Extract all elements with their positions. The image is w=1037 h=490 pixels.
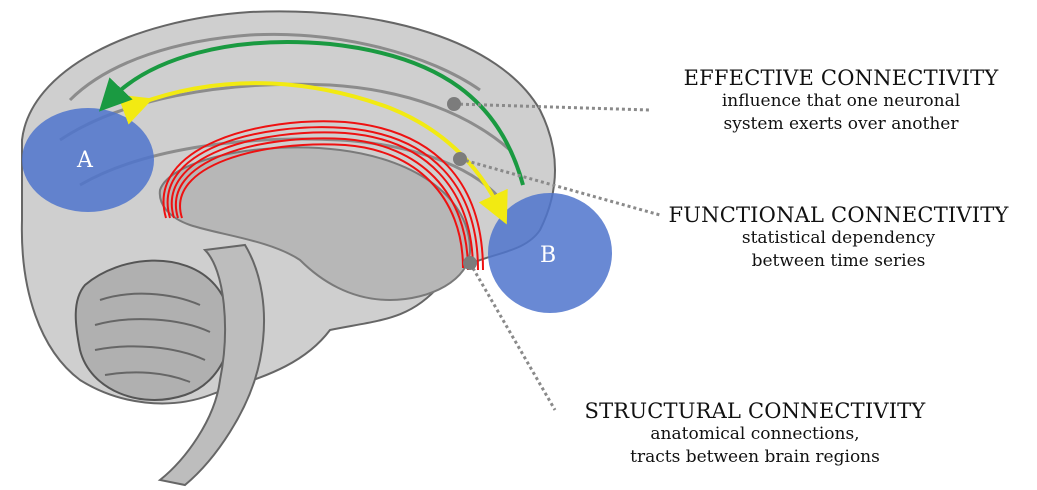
functional-connectivity-title: FUNCTIONAL CONNECTIVITY	[640, 203, 1037, 227]
brain-illustration	[22, 11, 555, 485]
effective-marker	[447, 97, 461, 111]
region-b-label: B	[540, 243, 556, 268]
region-a-label: A	[77, 148, 93, 173]
structural-connectivity-line-2: tracts between brain regions	[560, 446, 950, 469]
structural-marker	[463, 256, 477, 270]
functional-marker	[453, 152, 467, 166]
effective-connectivity-title: EFFECTIVE CONNECTIVITY	[646, 66, 1036, 90]
structural-connectivity-label: STRUCTURAL CONNECTIVITY anatomical conne…	[560, 399, 950, 469]
effective-connectivity-line-2: system exerts over another	[646, 113, 1036, 136]
functional-connectivity-label: FUNCTIONAL CONNECTIVITY statistical depe…	[640, 203, 1037, 273]
functional-connectivity-line-2: between time series	[640, 250, 1037, 273]
effective-connectivity-label: EFFECTIVE CONNECTIVITY influence that on…	[646, 66, 1036, 136]
functional-connectivity-line-1: statistical dependency	[640, 227, 1037, 250]
effective-connectivity-line-1: influence that one neuronal	[646, 90, 1036, 113]
structural-connectivity-title: STRUCTURAL CONNECTIVITY	[560, 399, 950, 423]
structural-connectivity-line-1: anatomical connections,	[560, 423, 950, 446]
